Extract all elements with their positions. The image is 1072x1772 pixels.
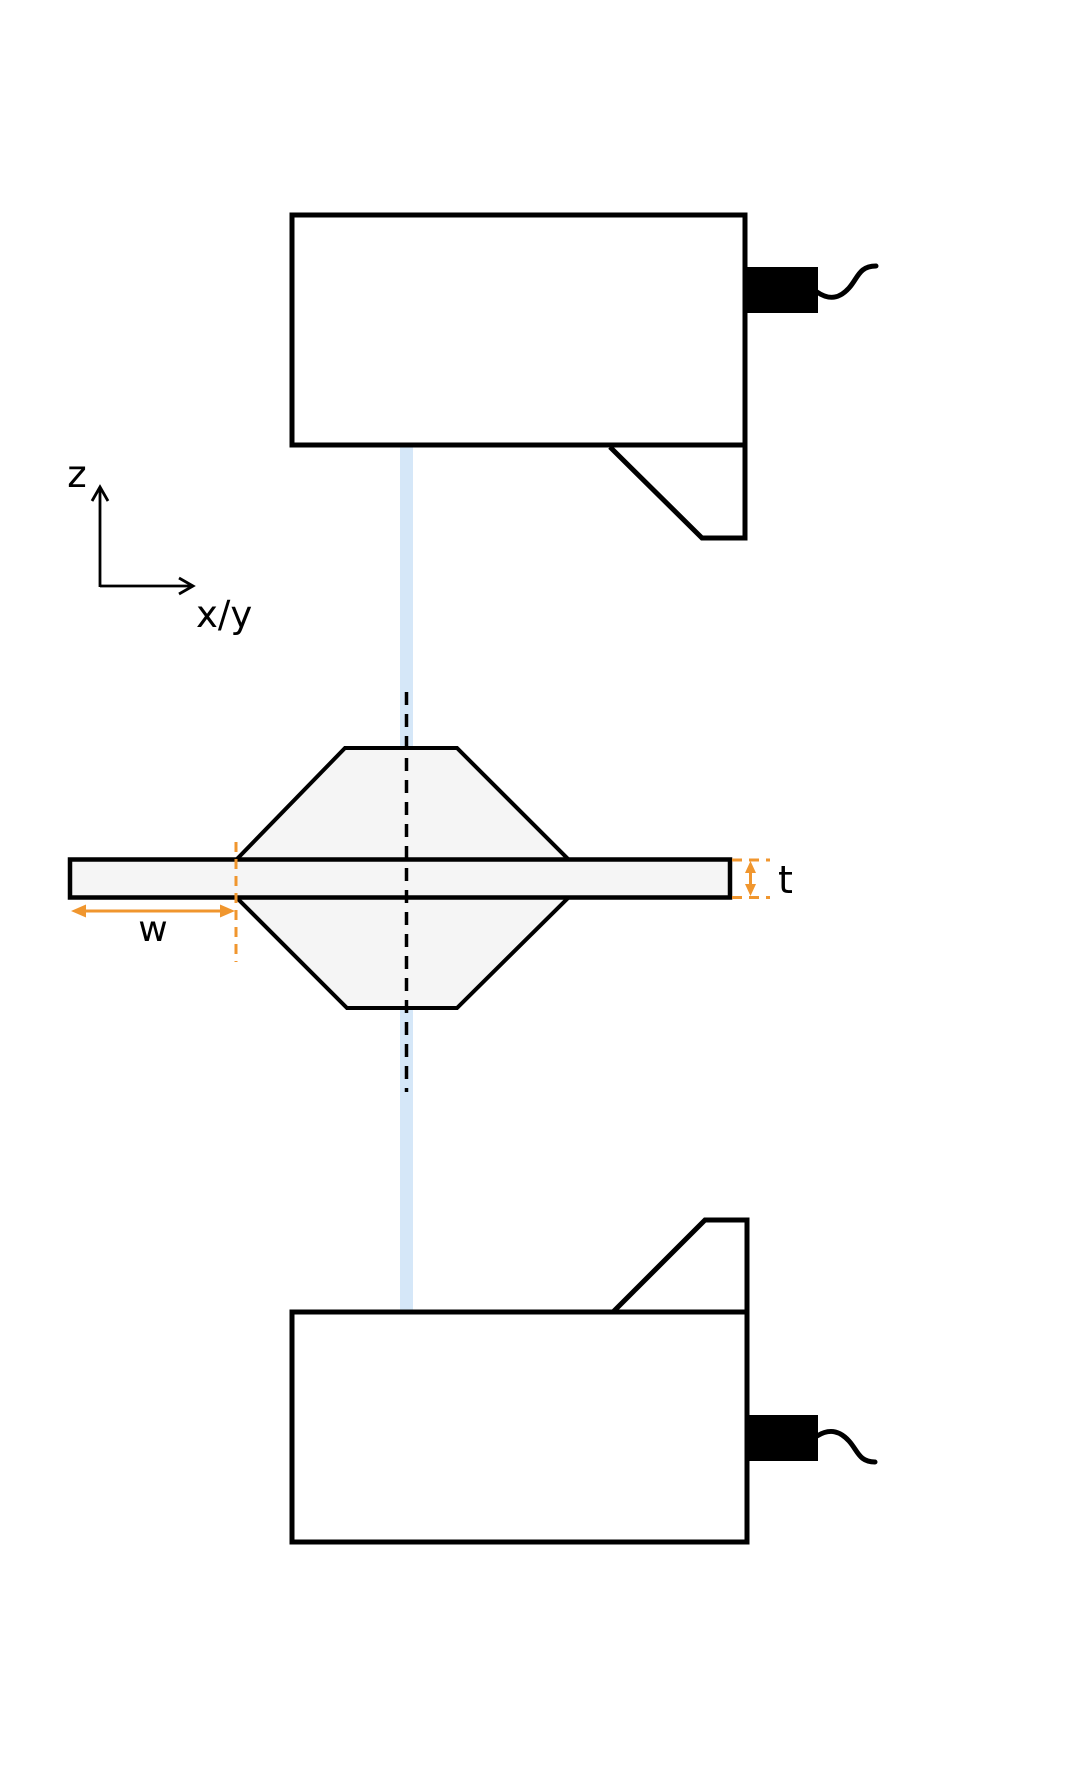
coordinate-axes: z x/y [67,453,252,636]
thickness-arrowhead-up [745,861,756,873]
top-transducer-connector [745,267,818,313]
bottom-transducer-wedge [611,1217,750,1314]
z-axis-arrowhead [90,484,110,502]
bottom-transducer-cable [814,1428,878,1465]
sample-group [67,746,733,1010]
width-arrowhead-right [220,904,235,918]
xy-axis-label: x/y [196,593,252,636]
xy-axis-arrowhead [178,576,196,596]
beam-lower-segment [400,1010,413,1314]
width-arrowhead-left [71,904,86,918]
z-axis-label: z [67,453,86,496]
thickness-dimension: t [732,858,793,902]
top-transducer-body [289,212,748,448]
beam-upper-segment [400,446,413,750]
width-label: w [138,909,167,950]
bottom-transducer-connector [747,1415,818,1461]
top-transducer-wedge [608,445,748,541]
thickness-label: t [778,858,793,902]
sample-plate [67,857,733,900]
width-dimension: w [71,842,238,962]
bottom-transducer [289,1217,878,1545]
thickness-arrowhead-down [745,884,756,896]
top-transducer [289,212,879,541]
top-transducer-cable [814,263,879,300]
bottom-transducer-body [289,1309,750,1545]
